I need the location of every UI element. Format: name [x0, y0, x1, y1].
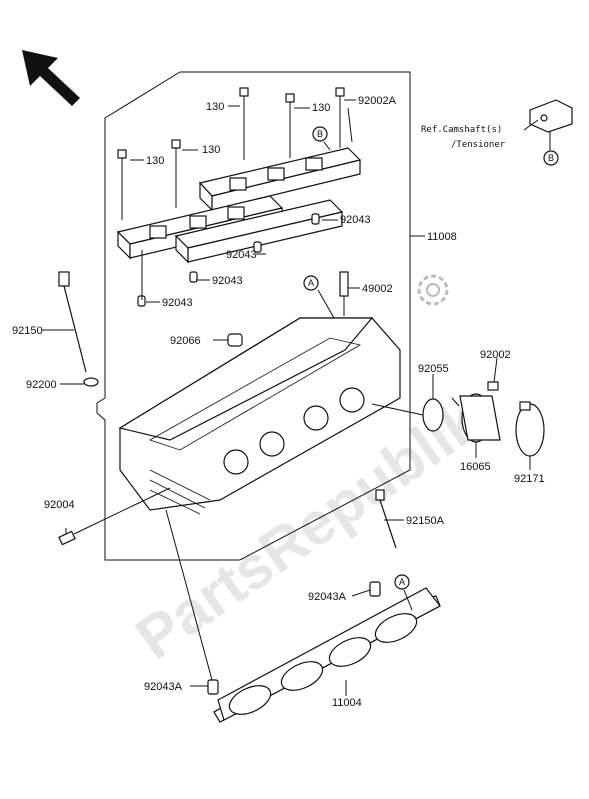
clamp-92171 — [515, 401, 545, 457]
stud-92150 — [58, 271, 99, 387]
marker-a-gasket: A — [394, 574, 410, 590]
label-92002a: 92002A — [358, 95, 397, 107]
dowel-92043a-lower — [207, 679, 219, 695]
label-130: 130 — [146, 155, 164, 167]
stud-92004 — [58, 487, 171, 546]
label-49002: 49002 — [362, 283, 393, 295]
svg-text:B: B — [317, 129, 323, 139]
sensor-49002 — [339, 271, 349, 316]
camshaft-holder-rear — [198, 147, 362, 212]
label-92043a: 92043A — [308, 591, 347, 603]
marker-b-top: B — [312, 126, 328, 142]
label-92002: 92002 — [480, 349, 511, 361]
gear-icon — [417, 274, 449, 306]
camshaft-holder-middle — [174, 199, 344, 264]
svg-text:B: B — [548, 153, 554, 163]
camshaft-ref-bracket — [529, 99, 573, 150]
dowel-92043a-upper — [369, 581, 381, 597]
head-gasket-11004 — [213, 587, 441, 723]
stud-92150a — [375, 489, 397, 549]
label-92043a: 92043A — [144, 681, 183, 693]
label-92171: 92171 — [514, 473, 545, 485]
label-92043: 92043 — [162, 297, 193, 309]
label-92200: 92200 — [26, 379, 57, 391]
cylinder-head — [118, 317, 401, 515]
svg-text:A: A — [399, 577, 405, 587]
label-92043: 92043 — [212, 275, 243, 287]
svg-text:A: A — [308, 278, 314, 288]
label-92150a: 92150A — [406, 515, 445, 527]
label-92043: 92043 — [340, 214, 371, 226]
marker-b-ref: B — [543, 150, 559, 166]
holder-16065 — [451, 393, 501, 443]
assembly-outline — [96, 71, 411, 561]
leader-lines — [42, 99, 539, 696]
label-11008: 11008 — [427, 231, 457, 243]
label-92055: 92055 — [418, 363, 449, 375]
dowel-pins — [137, 213, 320, 307]
plug-92066 — [227, 333, 243, 347]
label-16065: 16065 — [460, 461, 491, 473]
o-ring-92055 — [422, 398, 444, 432]
screw-92002 — [487, 381, 499, 391]
label-92004: 92004 — [44, 499, 75, 511]
ref-note-line1: Ref.Camshaft(s) — [421, 125, 502, 135]
label-92066: 92066 — [170, 335, 201, 347]
label-11004: 11004 — [332, 697, 362, 709]
arrow-nw-icon — [22, 50, 80, 106]
label-92043: 92043 — [226, 249, 257, 261]
label-130: 130 — [312, 102, 330, 114]
bolt-130 — [117, 87, 345, 220]
label-92150: 92150 — [12, 325, 43, 337]
label-130: 130 — [206, 101, 224, 113]
marker-a-head: A — [303, 275, 319, 291]
ref-note-line2: /Tensioner — [451, 140, 506, 150]
label-130: 130 — [202, 144, 220, 156]
